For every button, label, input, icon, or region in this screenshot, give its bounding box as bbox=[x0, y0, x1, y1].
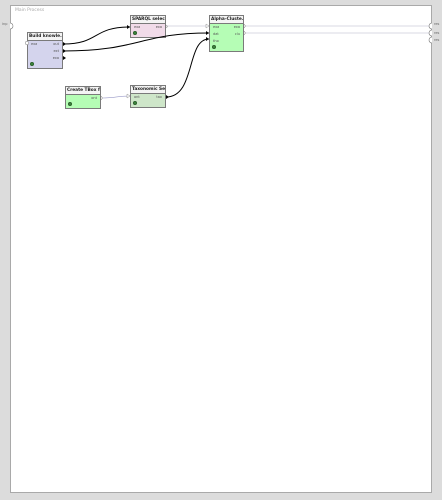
status-ok-icon bbox=[133, 101, 137, 105]
operator-title: Alpha-Cluste... bbox=[210, 16, 243, 24]
output-port-label: clu bbox=[234, 32, 240, 36]
input-port-label: tho bbox=[213, 39, 219, 43]
operator-taxonomic-set[interactable]: Taxonomic Set... ont tax bbox=[130, 85, 166, 108]
process-output-port-label-1: res bbox=[434, 22, 440, 26]
process-input-port-label: inp bbox=[2, 22, 8, 26]
process-title: Main Process bbox=[15, 8, 45, 13]
status-ok-icon bbox=[30, 62, 34, 66]
status-ok-icon bbox=[68, 102, 72, 106]
output-port-label: tax bbox=[156, 95, 162, 99]
output-port-label: ont bbox=[91, 96, 97, 100]
input-port-label: exa bbox=[31, 42, 38, 46]
output-port-label: out bbox=[53, 42, 59, 46]
output-port-label: exa bbox=[155, 25, 162, 29]
status-ok-icon bbox=[212, 45, 216, 49]
operator-title: Create TBox f... bbox=[66, 87, 100, 95]
operator-title: Build knowle... bbox=[28, 33, 62, 41]
output-port-label: ext bbox=[53, 49, 59, 53]
input-port-label: exa bbox=[213, 25, 220, 29]
operator-sparql-select[interactable]: SPARQL selec... exa exa bbox=[130, 15, 166, 38]
operator-title: Taxonomic Set... bbox=[131, 86, 165, 94]
process-canvas[interactable]: Main Process bbox=[10, 5, 432, 493]
input-port-label: exa bbox=[134, 25, 141, 29]
operator-create-tbox[interactable]: Create TBox f... ont bbox=[65, 86, 101, 109]
output-port-label: exa bbox=[233, 25, 240, 29]
operator-title: SPARQL selec... bbox=[131, 16, 165, 24]
input-port-label: ont bbox=[134, 95, 140, 99]
process-output-port-label-3: res bbox=[434, 38, 440, 42]
operator-alpha-cluster[interactable]: Alpha-Cluste... exa dat tho exa clu bbox=[209, 15, 244, 52]
input-port-label: dat bbox=[213, 32, 219, 36]
output-port-label: exa bbox=[52, 56, 59, 60]
operator-build-knowledge[interactable]: Build knowle... exa out ext exa bbox=[27, 32, 63, 69]
status-ok-icon bbox=[133, 31, 137, 35]
process-output-port-label-2: res bbox=[434, 31, 440, 35]
